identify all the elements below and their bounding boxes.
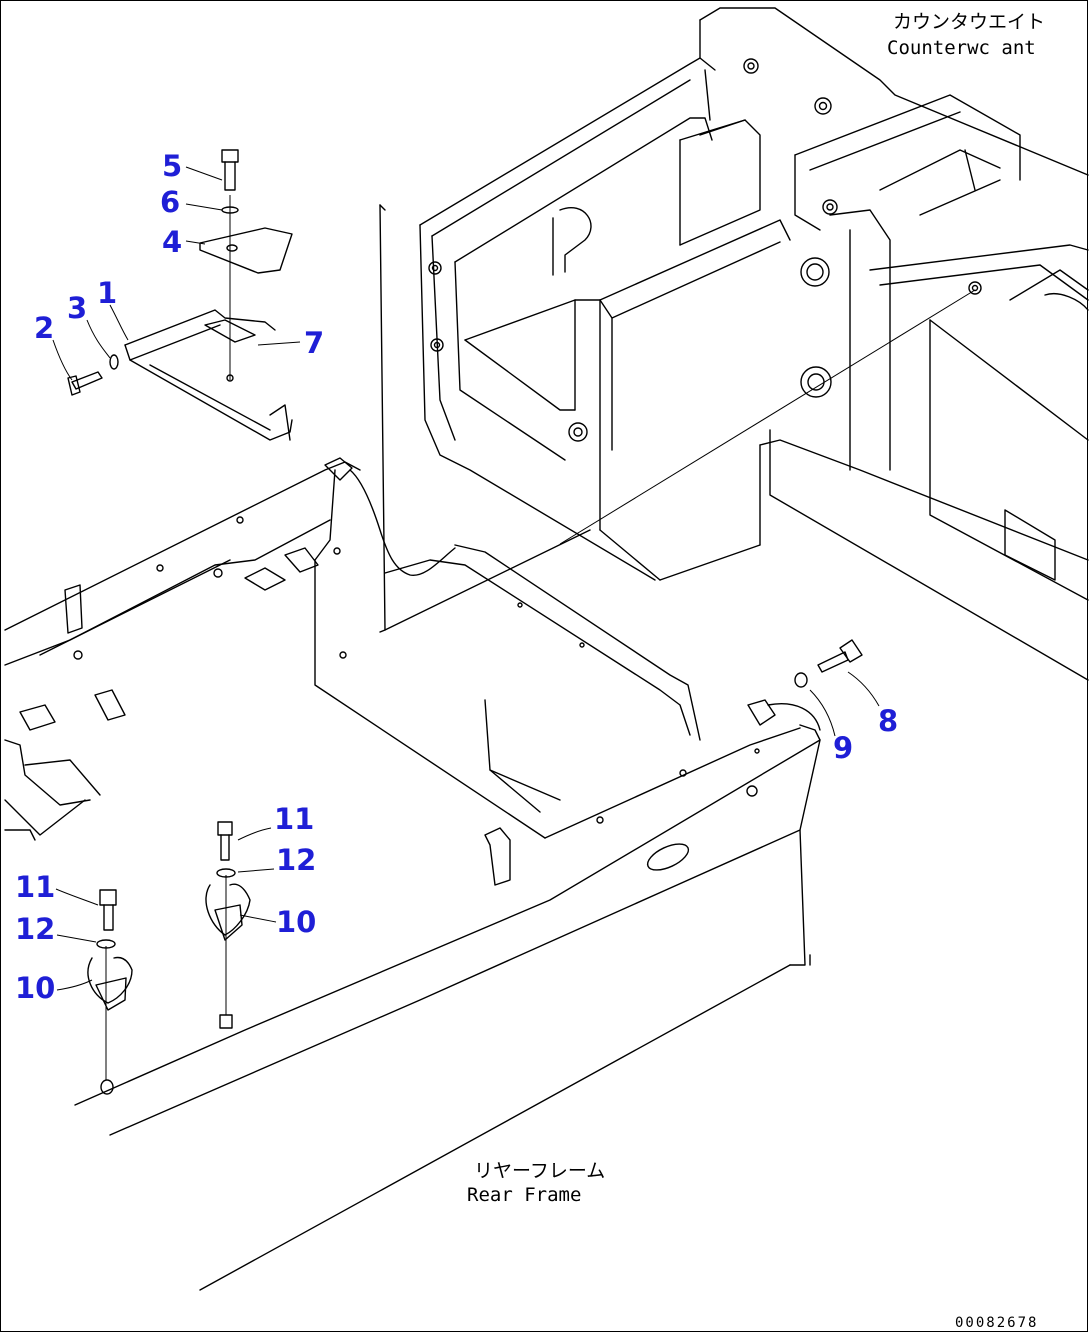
counterweight [419, 7, 1089, 681]
drawing-code: 00082678 [955, 1315, 1038, 1331]
callout-12-left: 12 [15, 912, 55, 946]
callout-3: 3 [67, 291, 87, 325]
callout-1: 1 [97, 276, 117, 310]
leaders-upper [52, 166, 880, 991]
rear-frame [4, 204, 821, 1291]
callout-9: 9 [833, 731, 853, 765]
part-notes: カウンタウエイト Counterwc ant リヤーフレーム Rear Fram… [467, 11, 1045, 1331]
callout-7: 7 [304, 326, 324, 360]
clamp-group-left [87, 889, 133, 1095]
clamp-group-right [205, 821, 251, 1029]
callout-4: 4 [162, 225, 182, 259]
callout-labels: 5 6 4 1 3 2 7 8 9 11 12 10 11 12 10 [15, 149, 898, 1005]
counterweight-label-jp: カウンタウエイト [893, 11, 1045, 33]
callout-11-right: 11 [274, 802, 314, 836]
callout-5: 5 [162, 149, 182, 183]
callout-11-left: 11 [15, 870, 55, 904]
bracket-assembly [67, 149, 293, 441]
rear-frame-label-jp: リヤーフレーム [474, 1160, 605, 1182]
callout-10-right: 10 [276, 905, 316, 939]
callout-6: 6 [160, 185, 180, 219]
callout-2: 2 [34, 311, 54, 345]
rear-frame-label-en: Rear Frame [467, 1184, 581, 1206]
callout-8: 8 [878, 704, 898, 738]
callout-10-left: 10 [15, 971, 55, 1005]
fasteners-8-9 [559, 289, 976, 688]
counterweight-label-en: Counterwc ant [887, 37, 1036, 59]
callout-12-right: 12 [276, 843, 316, 877]
